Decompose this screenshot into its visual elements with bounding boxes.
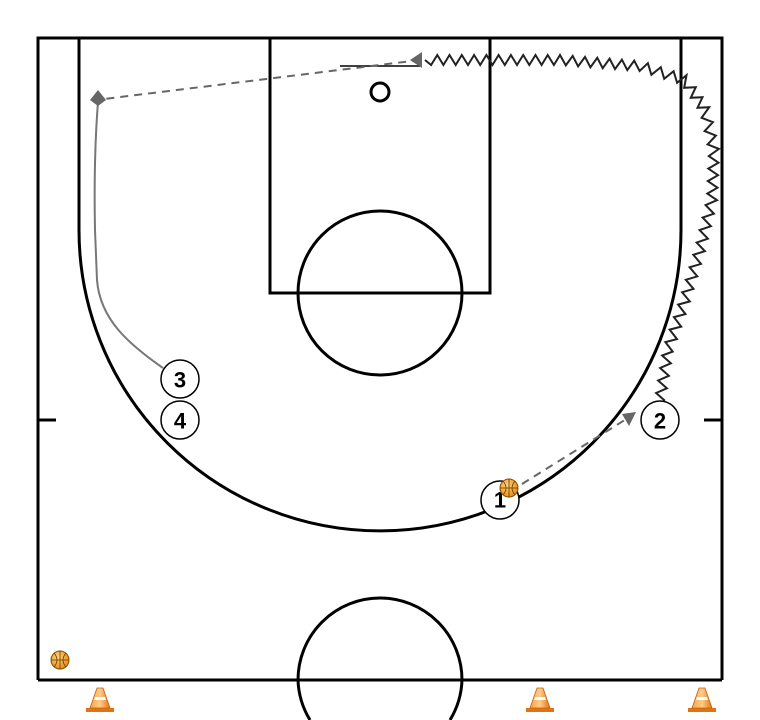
player-2: 2 bbox=[640, 400, 680, 440]
player-3-label: 3 bbox=[174, 368, 186, 393]
player-4-label: 4 bbox=[174, 409, 187, 434]
player-4: 4 bbox=[160, 400, 200, 440]
pass-arrowhead-1-to-2 bbox=[622, 412, 636, 426]
pass-arrow-to-3 bbox=[103, 59, 421, 100]
pass-arrow-1-to-2 bbox=[521, 417, 629, 485]
center-circle-lower-right bbox=[448, 679, 464, 720]
center-circle-lower bbox=[296, 679, 312, 720]
dribble-path-player-2 bbox=[424, 53, 721, 402]
rim bbox=[369, 81, 391, 103]
free-throw-lane bbox=[268, 36, 492, 295]
basketball-icon bbox=[499, 478, 519, 498]
basketball-icon bbox=[50, 650, 70, 670]
cut-path-player-3 bbox=[93, 101, 164, 369]
cone-icon bbox=[526, 687, 554, 712]
player-2-label: 2 bbox=[654, 409, 666, 434]
player-3: 3 bbox=[160, 359, 200, 399]
cone-icon bbox=[688, 687, 716, 712]
three-point-line bbox=[77, 38, 683, 533]
center-circle bbox=[296, 596, 464, 681]
cone-icon bbox=[86, 687, 114, 712]
dribble-arrowhead bbox=[410, 52, 422, 68]
court-boundary bbox=[36, 36, 724, 680]
free-throw-circle bbox=[296, 209, 464, 377]
cut-arrowhead-player-3 bbox=[90, 90, 106, 106]
